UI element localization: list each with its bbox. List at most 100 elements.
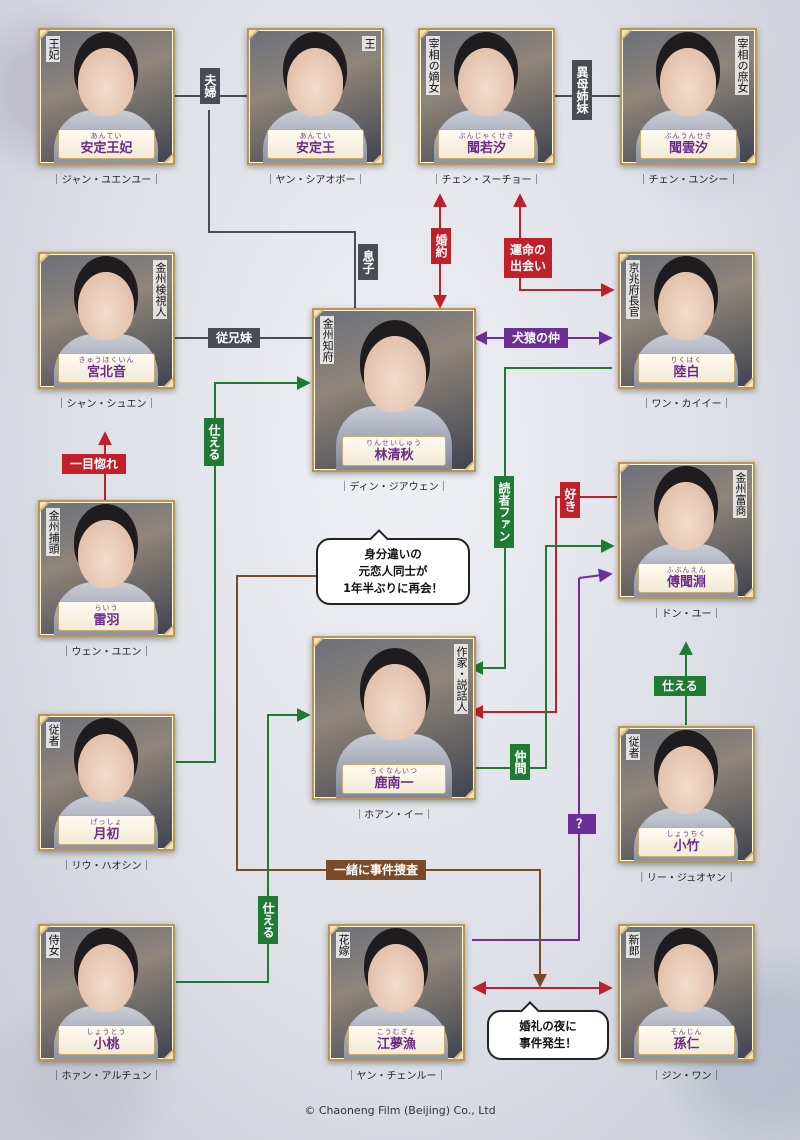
label-engaged: 婚約 — [431, 228, 451, 264]
actor-name: ｜ドン・ユー｜ — [651, 609, 722, 620]
card-rin-seishuu: 金州知府 りんせいしゅう林清秋 ｜ディン・ジアウェン｜ — [312, 308, 476, 493]
portrait: 花嫁 こうむぎょ江夢漁 — [328, 924, 465, 1061]
actor-name: ｜ワン・カイイー｜ — [641, 399, 732, 410]
actor-name: ｜ディン・ジアウェン｜ — [339, 482, 449, 493]
card-shouchiku: 従者 しょうちく小竹 ｜リー・ジュオヤン｜ — [618, 726, 755, 884]
actor-name: ｜シャン・シュエン｜ — [56, 399, 157, 410]
card-rai-u: 金州捕頭 らいう雷羽 ｜ウェン・ユエン｜ — [38, 500, 175, 658]
ruby: ぶんじゃくせき — [458, 132, 515, 140]
actor-name: ｜ヤン・チェンルー｜ — [346, 1071, 447, 1082]
character-name: 傅聞淵 — [666, 575, 706, 590]
line-son — [208, 110, 356, 310]
line-like — [469, 496, 617, 719]
card-shoutou: 侍女 しょうとう小桃 ｜ホァン・アルチュン｜ — [38, 924, 175, 1082]
portrait: 金州知府 りんせいしゅう林清秋 — [312, 308, 476, 472]
card-kou-mugyo: 花嫁 こうむぎょ江夢漁 ｜ヤン・チェンルー｜ — [328, 924, 465, 1082]
role-label: 金州検視人 — [152, 260, 167, 319]
portrait: 宰相の嫡女 ぶんじゃくせき聞若汐 — [418, 28, 555, 165]
card-kyuu-hokuin: 金州検視人 きゅうほくいん宮北音 ｜シャン・シュエン｜ — [38, 252, 175, 410]
portrait: 従者 げっしょ月初 — [38, 714, 175, 851]
card-riku-haku: 京兆府長官 りくはく陸白 ｜ワン・カイイー｜ — [618, 252, 755, 410]
name-plate: あんてい安定王 — [267, 129, 364, 159]
card-roku-nanitsu: 作家・説話人 ろくなんいつ鹿南一 ｜ホアン・イー｜ — [312, 636, 476, 821]
line-serve-3 — [176, 708, 311, 983]
name-plate: りんせいしゅう林清秋 — [342, 436, 446, 466]
card-son-jin: 新郎 そんじん孫仁 ｜ジン・ワン｜ — [618, 924, 755, 1082]
label-cousins: 従兄妹 — [208, 328, 261, 348]
ruby: そんじん — [670, 1028, 703, 1036]
label-rivals: 犬猿の仲 — [504, 328, 569, 348]
role-label: 侍女 — [46, 932, 61, 958]
actor-name: ｜チェン・スーチョー｜ — [431, 175, 542, 186]
portrait: 新郎 そんじん孫仁 — [618, 924, 755, 1061]
label-question: ？ — [568, 814, 597, 834]
card-antei-ou: 王 あんてい安定王 ｜ヤン・シアオボー｜ — [247, 28, 384, 186]
character-name: 孫仁 — [673, 1037, 700, 1052]
ruby: ろくなんいつ — [370, 767, 418, 775]
ruby: げっしょ — [90, 818, 123, 826]
card-bun-jakuseki: 宰相の嫡女 ぶんじゃくせき聞若汐 ｜チェン・スーチョー｜ — [418, 28, 555, 186]
portrait: 金州富商 ふぶんえん傅聞淵 — [618, 462, 755, 599]
ruby: りんせいしゅう — [366, 439, 422, 447]
portrait: 宰相の庶女 ぶんうんせき聞雲汐 — [620, 28, 757, 165]
name-plate: しょうとう小桃 — [58, 1025, 155, 1055]
name-plate: らいう雷羽 — [58, 601, 155, 631]
character-name: 安定王妃 — [80, 141, 133, 156]
bubble-wedding: 婚礼の夜に 事件発生！ — [487, 1010, 609, 1060]
label-comrade: 仲間 — [510, 744, 530, 780]
character-name: 雷羽 — [93, 613, 120, 628]
role-label: 新郎 — [626, 932, 641, 958]
portrait: 作家・説話人 ろくなんいつ鹿南一 — [312, 636, 476, 800]
role-label: 花嫁 — [336, 932, 351, 958]
label-couple: 夫婦 — [200, 68, 220, 104]
character-name: 小桃 — [93, 1037, 120, 1052]
name-plate: きゅうほくいん宮北音 — [58, 353, 155, 383]
label-fate: 運命の出会い — [504, 238, 552, 278]
card-antei-ouhi: 王妃 あんてい安定王妃 ｜ジャン・ユエンユー｜ — [38, 28, 175, 186]
portrait: 金州捕頭 らいう雷羽 — [38, 500, 175, 637]
ruby: りくはく — [670, 356, 703, 364]
name-plate: ふぶんえん傅聞淵 — [638, 563, 735, 593]
name-plate: げっしょ月初 — [58, 815, 155, 845]
portrait: 京兆府長官 りくはく陸白 — [618, 252, 755, 389]
ruby: しょうちく — [666, 830, 707, 838]
name-plate: ぶんじゃくせき聞若汐 — [438, 129, 535, 159]
line-fan — [469, 367, 612, 675]
actor-name: ｜リー・ジュオヤン｜ — [636, 873, 737, 884]
line-question-arrow — [578, 568, 613, 583]
ruby: ぶんうんせき — [664, 132, 713, 140]
ruby: しょうとう — [86, 1028, 127, 1036]
character-name: 月初 — [93, 827, 120, 842]
character-name: 聞雲汐 — [668, 141, 708, 156]
role-label: 金州捕頭 — [46, 508, 61, 556]
portrait: 従者 しょうちく小竹 — [618, 726, 755, 863]
card-gessho: 従者 げっしょ月初 ｜リウ・ハオシン｜ — [38, 714, 175, 872]
actor-name: ｜ジャン・ユエンユー｜ — [51, 175, 162, 186]
card-bun-unseki: 宰相の庶女 ぶんうんせき聞雲汐 ｜チェン・ユンシー｜ — [620, 28, 757, 186]
role-label: 金州富商 — [732, 470, 747, 518]
card-fu-bunen: 金州富商 ふぶんえん傅聞淵 ｜ドン・ユー｜ — [618, 462, 755, 620]
character-name: 鹿南一 — [374, 776, 414, 791]
character-name: 安定王 — [295, 141, 335, 156]
label-fan: 読者ファン — [494, 476, 514, 548]
character-name: 宮北音 — [86, 365, 126, 380]
label-crush: 一目惚れ — [62, 454, 127, 474]
character-name: 林清秋 — [374, 448, 414, 463]
ruby: あんてい — [90, 132, 123, 140]
ruby: こうむぎょ — [376, 1028, 417, 1036]
name-plate: しょうちく小竹 — [638, 827, 735, 857]
character-name: 聞若汐 — [466, 141, 506, 156]
label-like: 好き — [560, 482, 580, 518]
actor-name: ｜ヤン・シアオボー｜ — [265, 175, 366, 186]
line-question — [472, 578, 580, 941]
ruby: きゅうほくいん — [78, 356, 135, 364]
label-half-sisters: 異母姉妹 — [572, 60, 592, 120]
name-plate: そんじん孫仁 — [638, 1025, 735, 1055]
role-label: 京兆府長官 — [626, 260, 641, 319]
role-label: 宰相の嫡女 — [426, 36, 441, 95]
line-comrade — [476, 539, 615, 769]
ruby: らいう — [94, 604, 119, 612]
actor-name: ｜チェン・ユンシー｜ — [638, 175, 739, 186]
name-plate: あんてい安定王妃 — [58, 129, 155, 159]
label-serve-1: 仕える — [204, 418, 224, 466]
